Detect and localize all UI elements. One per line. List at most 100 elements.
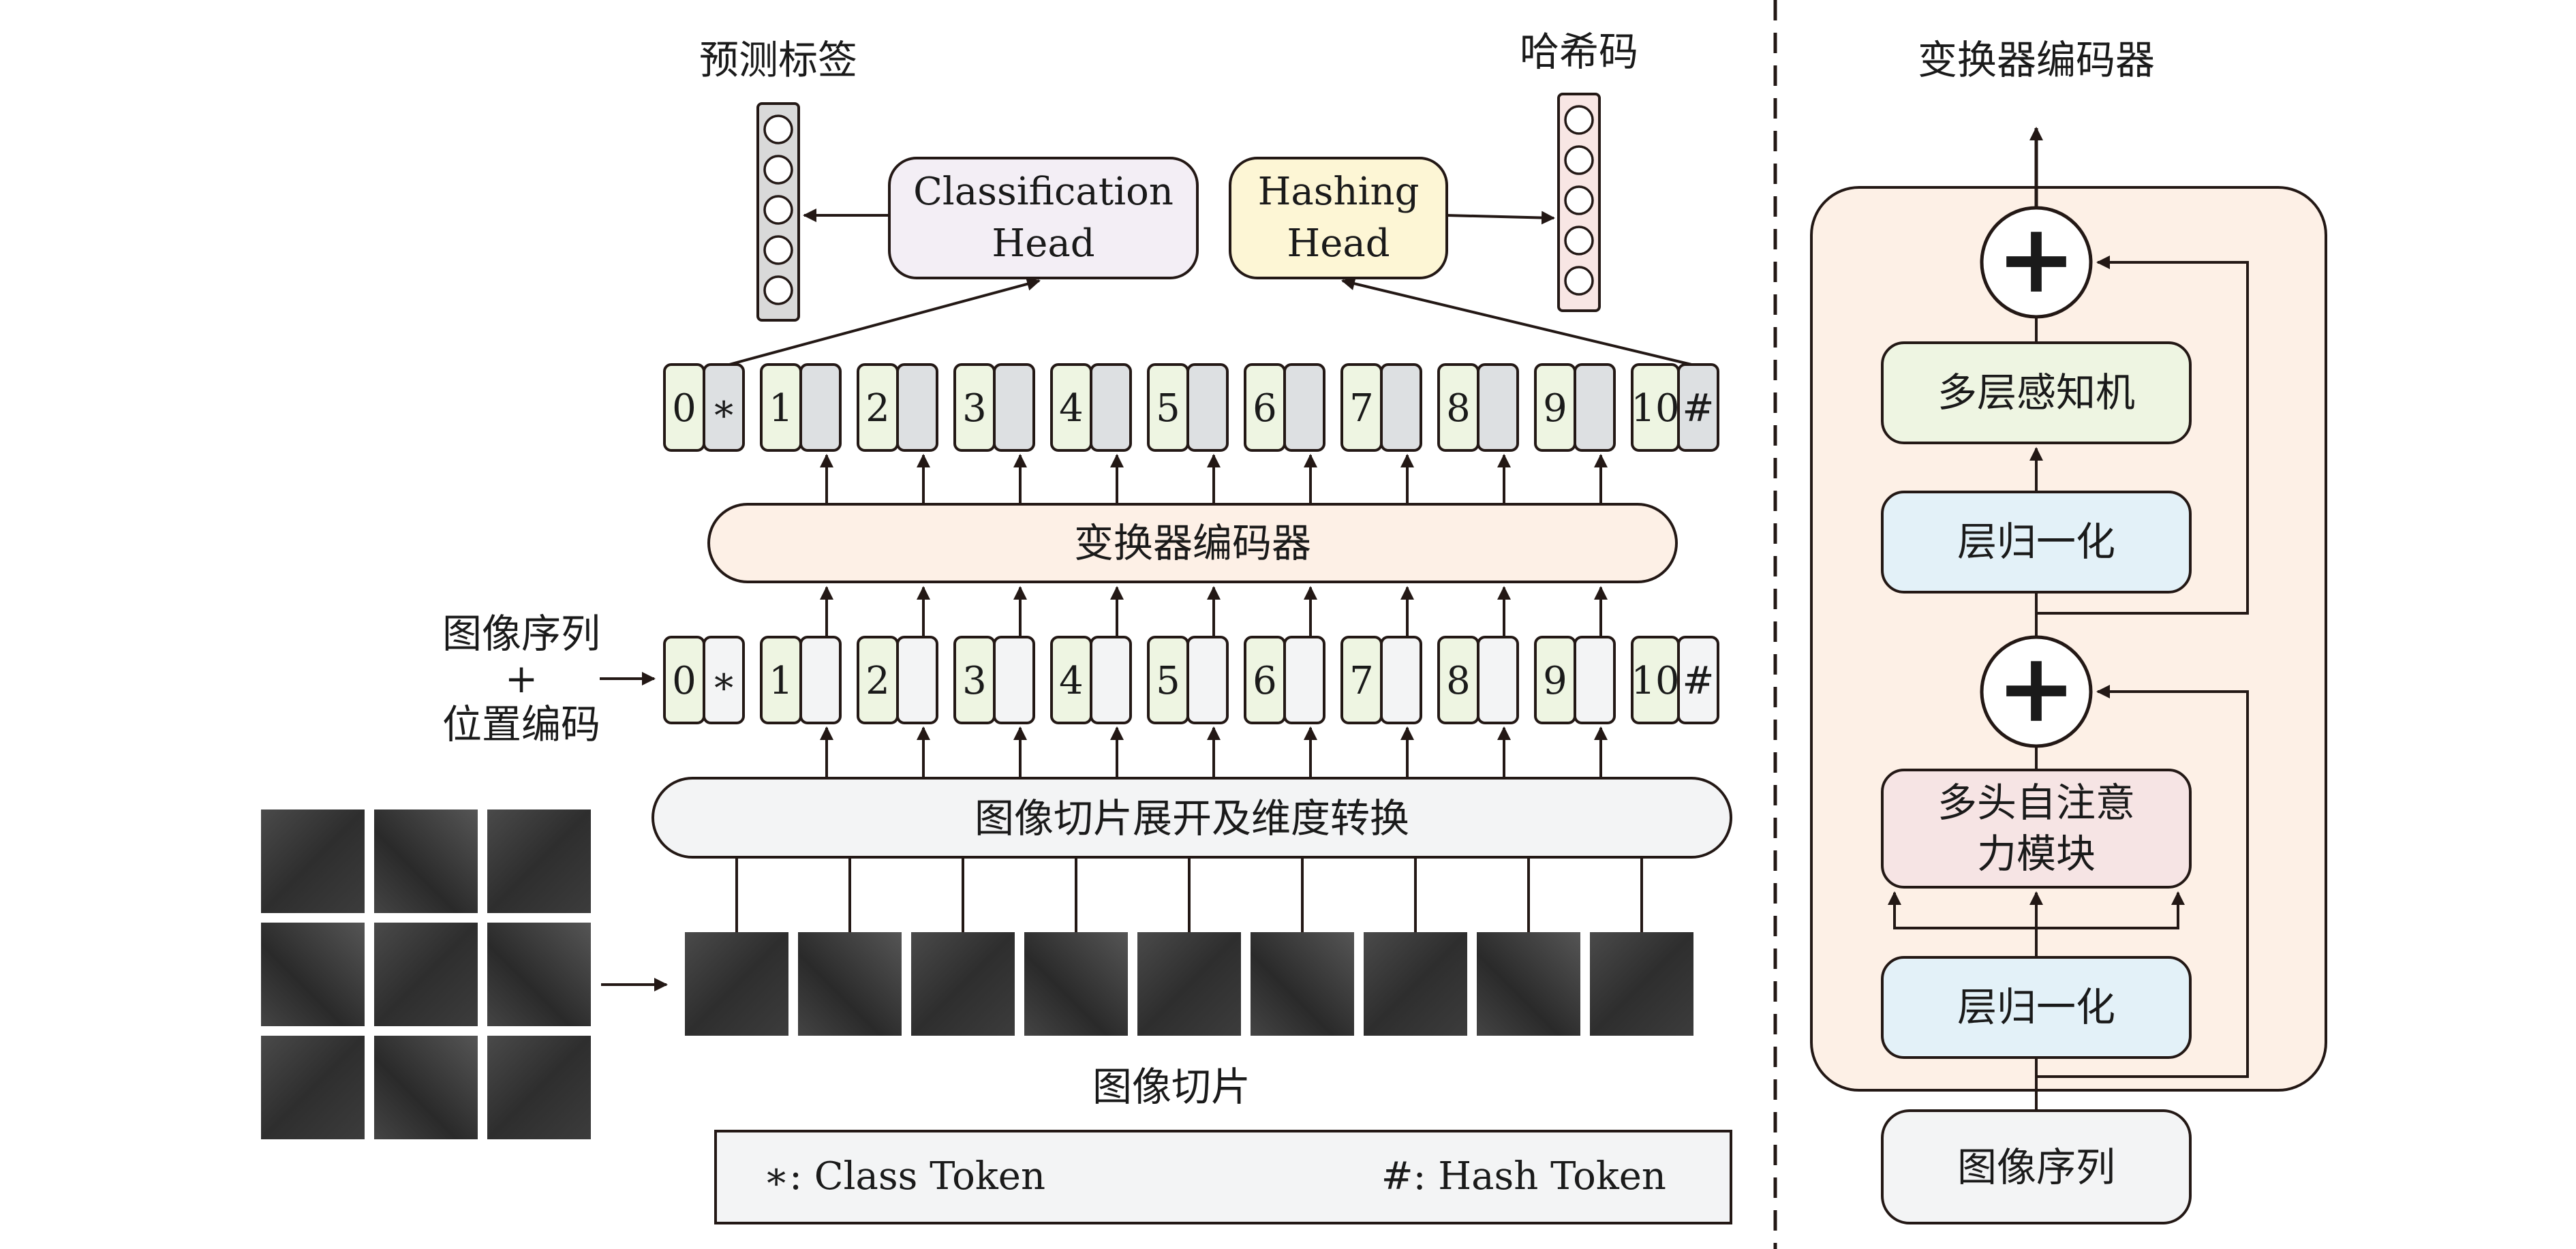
image-grid-cell-6 — [487, 923, 591, 1026]
out-embed-7 — [1380, 363, 1422, 452]
hashing-head: Hashing Head — [1229, 157, 1448, 279]
out-token-9-label: 9 — [1543, 386, 1567, 431]
out-embed-3 — [993, 363, 1035, 452]
image-grid-cell-5 — [374, 923, 478, 1026]
in-token-8: 8 — [1437, 636, 1479, 724]
out-embed-9 — [1574, 363, 1616, 452]
hash-code-title: 哈希码 — [1520, 29, 1638, 75]
in-token-0-label: 0 — [672, 659, 696, 703]
image-grid-cell-8 — [374, 1036, 478, 1139]
in-hash-token: # — [1677, 636, 1719, 724]
hashing-head-line2: Head — [1287, 221, 1390, 266]
in-token-10-label: 10 — [1631, 659, 1679, 703]
patch-5 — [1137, 932, 1241, 1036]
out-token-7-label: 7 — [1349, 386, 1374, 431]
seq-pos-line2: + — [505, 656, 538, 702]
out-token-3-label: 3 — [962, 386, 987, 431]
patch-8 — [1477, 932, 1580, 1036]
in-embed-4 — [1090, 636, 1132, 724]
layer-norm-bottom-label: 层归一化 — [1957, 984, 2115, 1030]
input-token-row: 0 ∗ 1 2 3 4 5 6 7 8 9 10# — [663, 636, 1719, 724]
flatten-projection-bar: 图像切片展开及维度转换 — [651, 777, 1732, 859]
in-token-2: 2 — [857, 636, 899, 724]
legend-hash-token: #: Hash Token — [1381, 1154, 1666, 1199]
out-token-6: 6 — [1244, 363, 1286, 452]
in-token-9-label: 9 — [1543, 659, 1567, 703]
mlp-block: 多层感知机 — [1881, 341, 2192, 444]
layer-norm-top-label: 层归一化 — [1957, 519, 2115, 565]
seq-pos-line3: 位置编码 — [442, 701, 600, 747]
mlp-label: 多层感知机 — [1937, 369, 2135, 416]
out-token-0-label: 0 — [672, 386, 696, 431]
in-token-7-label: 7 — [1349, 659, 1374, 703]
in-class-token: ∗ — [703, 636, 745, 724]
in-token-3-label: 3 — [962, 659, 987, 703]
out-token-7: 7 — [1340, 363, 1383, 452]
arrow-class-token-to-head — [729, 277, 1041, 366]
in-token-6: 6 — [1244, 636, 1286, 724]
out-embed-5 — [1186, 363, 1229, 452]
image-grid — [261, 809, 591, 1139]
classification-head: Classification Head — [888, 157, 1199, 279]
patch-sequence — [685, 932, 1693, 1036]
patch-1 — [685, 932, 788, 1036]
out-embed-2 — [896, 363, 938, 452]
layer-norm-bottom: 层归一化 — [1881, 956, 2192, 1059]
encoder-arrows — [820, 454, 1608, 778]
out-token-4: 4 — [1050, 363, 1092, 452]
arrow-hash-token-to-head — [1341, 277, 1692, 366]
encoder-input-block: 图像序列 — [1881, 1109, 2192, 1224]
flatten-projection-label: 图像切片展开及维度转换 — [975, 795, 1409, 842]
in-token-5-label: 5 — [1156, 659, 1180, 703]
out-token-4-label: 4 — [1059, 386, 1084, 431]
out-embed-8 — [1477, 363, 1519, 452]
in-token-1-label: 1 — [769, 659, 793, 703]
out-token-5: 5 — [1147, 363, 1189, 452]
hash-code-vector — [1557, 93, 1601, 312]
patch-6 — [1251, 932, 1354, 1036]
msa-label-line1: 多头自注意 — [1937, 780, 2135, 826]
in-token-3: 3 — [953, 636, 996, 724]
out-class-token-label: ∗ — [711, 386, 737, 431]
out-embed-4 — [1090, 363, 1132, 452]
out-token-0: 0 — [663, 363, 705, 452]
out-hash-token-label: # — [1683, 386, 1715, 431]
patch-connectors — [735, 857, 1643, 932]
arrow-hash-head-to-code — [1446, 211, 1555, 225]
out-token-3: 3 — [953, 363, 996, 452]
in-token-7: 7 — [1340, 636, 1383, 724]
in-token-9: 9 — [1534, 636, 1576, 724]
transformer-encoder-bar: 变换器编码器 — [707, 503, 1678, 583]
transformer-encoder-label: 变换器编码器 — [1074, 520, 1311, 566]
out-token-9: 9 — [1534, 363, 1576, 452]
hashing-head-line1: Hashing — [1258, 170, 1420, 214]
patch-4 — [1024, 932, 1128, 1036]
out-token-10: 10 — [1631, 363, 1680, 452]
out-token-1: 1 — [760, 363, 802, 452]
out-token-8-label: 8 — [1446, 386, 1471, 431]
encoder-block-connectors — [1888, 256, 2249, 1111]
patch-2 — [798, 932, 902, 1036]
patch-7 — [1364, 932, 1467, 1036]
bottom-residual-add: + — [1980, 632, 2093, 748]
in-embed-5 — [1186, 636, 1229, 724]
image-grid-cell-4 — [261, 923, 365, 1026]
in-token-10: 10 — [1631, 636, 1680, 724]
in-token-4-label: 4 — [1059, 659, 1084, 703]
out-hash-token: # — [1677, 363, 1719, 452]
layer-norm-top: 层归一化 — [1881, 491, 2192, 593]
in-token-8-label: 8 — [1446, 659, 1471, 703]
in-embed-3 — [993, 636, 1035, 724]
in-embed-9 — [1574, 636, 1616, 724]
image-grid-cell-3 — [487, 809, 591, 913]
image-grid-cell-9 — [487, 1036, 591, 1139]
in-class-token-label: ∗ — [711, 659, 737, 703]
out-class-token: ∗ — [703, 363, 745, 452]
out-token-5-label: 5 — [1156, 386, 1180, 431]
msa-block: 多头自注意 力模块 — [1881, 769, 2192, 889]
in-token-1: 1 — [760, 636, 802, 724]
in-token-5: 5 — [1147, 636, 1189, 724]
in-token-6-label: 6 — [1253, 659, 1277, 703]
